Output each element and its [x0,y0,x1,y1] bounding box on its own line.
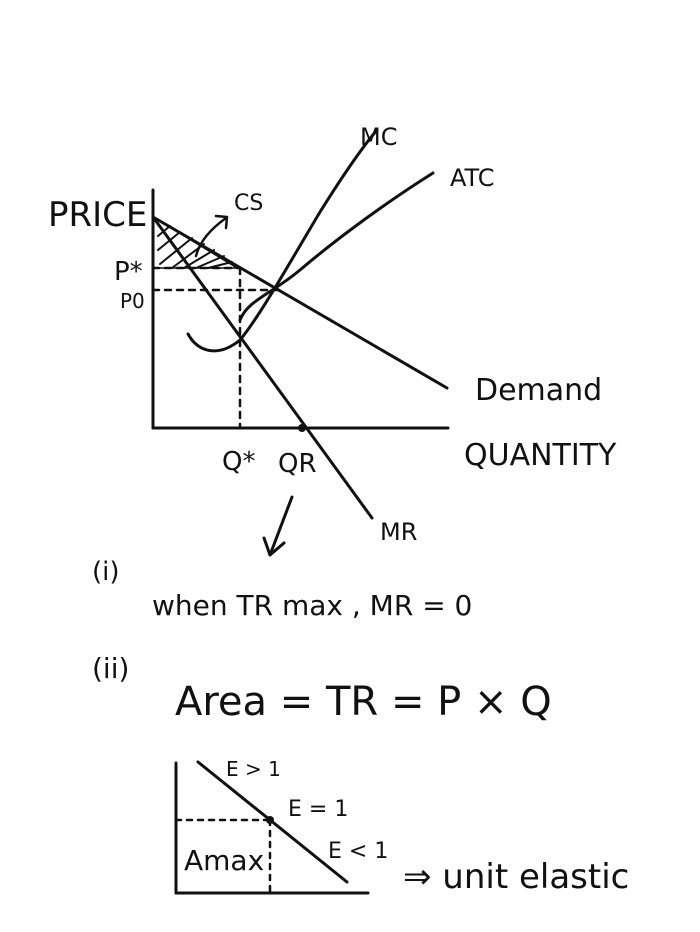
notes: (i) when TR max , MR = 0 (ii) Area = TR … [92,557,552,725]
monopoly-diagram: PRICE QUANTITY MC ATC Demand MR CS P* P0… [48,123,617,557]
elasticity-dashed-guides [174,818,272,895]
note-1-marker: (i) [92,557,120,587]
cs-arrow-head [214,214,229,230]
elasticity-diagram: E > 1 E = 1 E < 1 Amax ⇒ unit elastic [174,757,629,897]
demand-label: Demand [475,373,602,408]
down-arrow [268,495,294,557]
area-max-label: Amax [184,844,264,877]
mr-label: MR [380,518,417,546]
price-axis-label: PRICE [48,195,147,235]
atc-label: ATC [450,164,495,192]
p-zero-label: P0 [120,289,145,313]
e-less-label: E < 1 [328,839,388,864]
cs-arrow [194,216,228,258]
qr-point [298,424,306,432]
cs-label: CS [234,191,263,216]
quantity-axis-label: QUANTITY [464,438,617,473]
mr-curve [151,215,374,520]
unit-elastic-point [266,816,274,824]
mc-label: MC [360,123,397,151]
note-1-text: when TR max , MR = 0 [152,589,472,622]
e-greater-label: E > 1 [226,757,281,781]
atc-curve [238,171,435,322]
mc-curve [186,128,379,353]
qr-label: QR [278,449,317,479]
note-2-marker: (ii) [92,652,129,685]
q-star-label: Q* [222,447,255,477]
unit-elastic-conclusion: ⇒ unit elastic [403,857,629,897]
down-arrow-head [262,536,286,557]
note-2-text: Area = TR = P × Q [175,679,552,725]
p-star-label: P* [114,257,143,287]
dashed-guides [151,266,287,430]
demand-curve [151,215,449,390]
e-equal-label: E = 1 [288,797,348,822]
